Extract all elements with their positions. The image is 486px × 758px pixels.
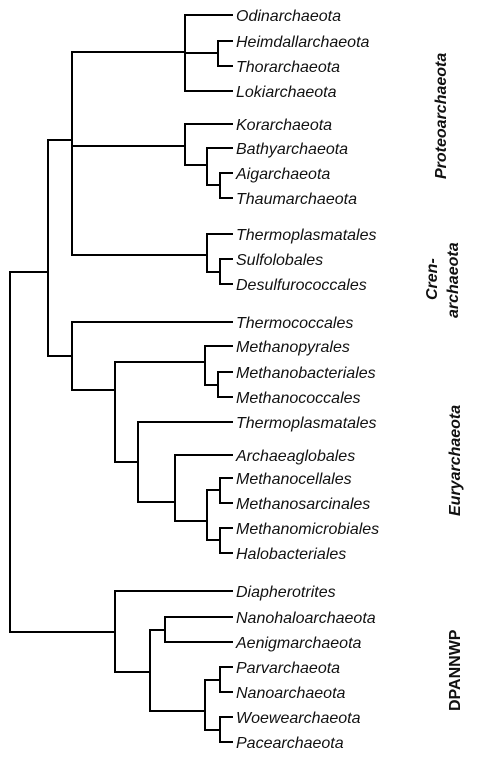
- taxon-label-archaeaglobales: Archaeaglobales: [235, 448, 355, 465]
- group-labels: Proteoarchaeota Cren- archaeota Euryarch…: [424, 53, 464, 711]
- taxon-label-thaumarchaeota: Thaumarchaeota: [236, 191, 357, 208]
- taxon-label-sulfolobales: Sulfolobales: [236, 252, 323, 269]
- group-label-euryarchaeota: Euryarchaeota: [447, 405, 464, 516]
- taxon-label-halobacteriales: Halobacteriales: [236, 546, 346, 563]
- taxon-label-thermoplasmatales-cren: Thermoplasmatales: [236, 227, 377, 244]
- taxon-label-bathyarchaeota: Bathyarchaeota: [236, 141, 348, 158]
- taxon-label-methanomicrobiales: Methanomicrobiales: [236, 521, 379, 538]
- group-label-crenarchaeota-line2: archaeota: [445, 242, 462, 318]
- taxon-label-thorarchaeota: Thorarchaeota: [236, 59, 340, 76]
- taxon-label-thermoplasmatales-eury: Thermoplasmatales: [236, 415, 377, 432]
- taxon-label-woewearchaeota: Woewearchaeota: [236, 710, 361, 727]
- taxon-label-pacearchaeota: Pacearchaeota: [236, 735, 344, 752]
- taxon-label-nanohaloarchaeota: Nanohaloarchaeota: [236, 610, 376, 627]
- taxon-label-lokiarchaeota: Lokiarchaeota: [236, 84, 337, 101]
- group-label-dpannwp: DPANNWP: [447, 629, 464, 711]
- taxon-label-nanoarchaeota: Nanoarchaeota: [236, 685, 346, 702]
- taxon-label-odinarchaeota: Odinarchaeota: [236, 8, 341, 25]
- taxon-label-parvarchaeota: Parvarchaeota: [236, 660, 340, 677]
- taxon-label-heimdallarchaeota: Heimdallarchaeota: [236, 34, 370, 51]
- taxon-label-methanobacteriales: Methanobacteriales: [236, 365, 376, 382]
- taxon-label-desulfurococcales: Desulfurococcales: [236, 277, 367, 294]
- taxon-label-thermococcales: Thermococcales: [236, 315, 353, 332]
- taxon-label-methanocellales: Methanocellales: [236, 471, 352, 488]
- taxon-label-aigarchaeota: Aigarchaeota: [235, 166, 330, 183]
- group-label-crenarchaeota-line1: Cren-: [424, 258, 441, 300]
- taxon-label-aenigmarchaeota: Aenigmarchaeota: [235, 635, 362, 652]
- taxon-label-diapherotrites: Diapherotrites: [236, 584, 336, 601]
- taxon-label-methanopyrales: Methanopyrales: [236, 339, 350, 356]
- taxon-label-methanococcales: Methanococcales: [236, 390, 361, 407]
- tree-branches: [9, 14, 233, 743]
- group-label-proteoarchaeota: Proteoarchaeota: [433, 53, 450, 179]
- taxon-label-methanosarcinales: Methanosarcinales: [236, 496, 370, 513]
- taxon-labels: Odinarchaeota Heimdallarchaeota Thorarch…: [235, 8, 379, 752]
- taxon-label-korarchaeota: Korarchaeota: [236, 117, 332, 134]
